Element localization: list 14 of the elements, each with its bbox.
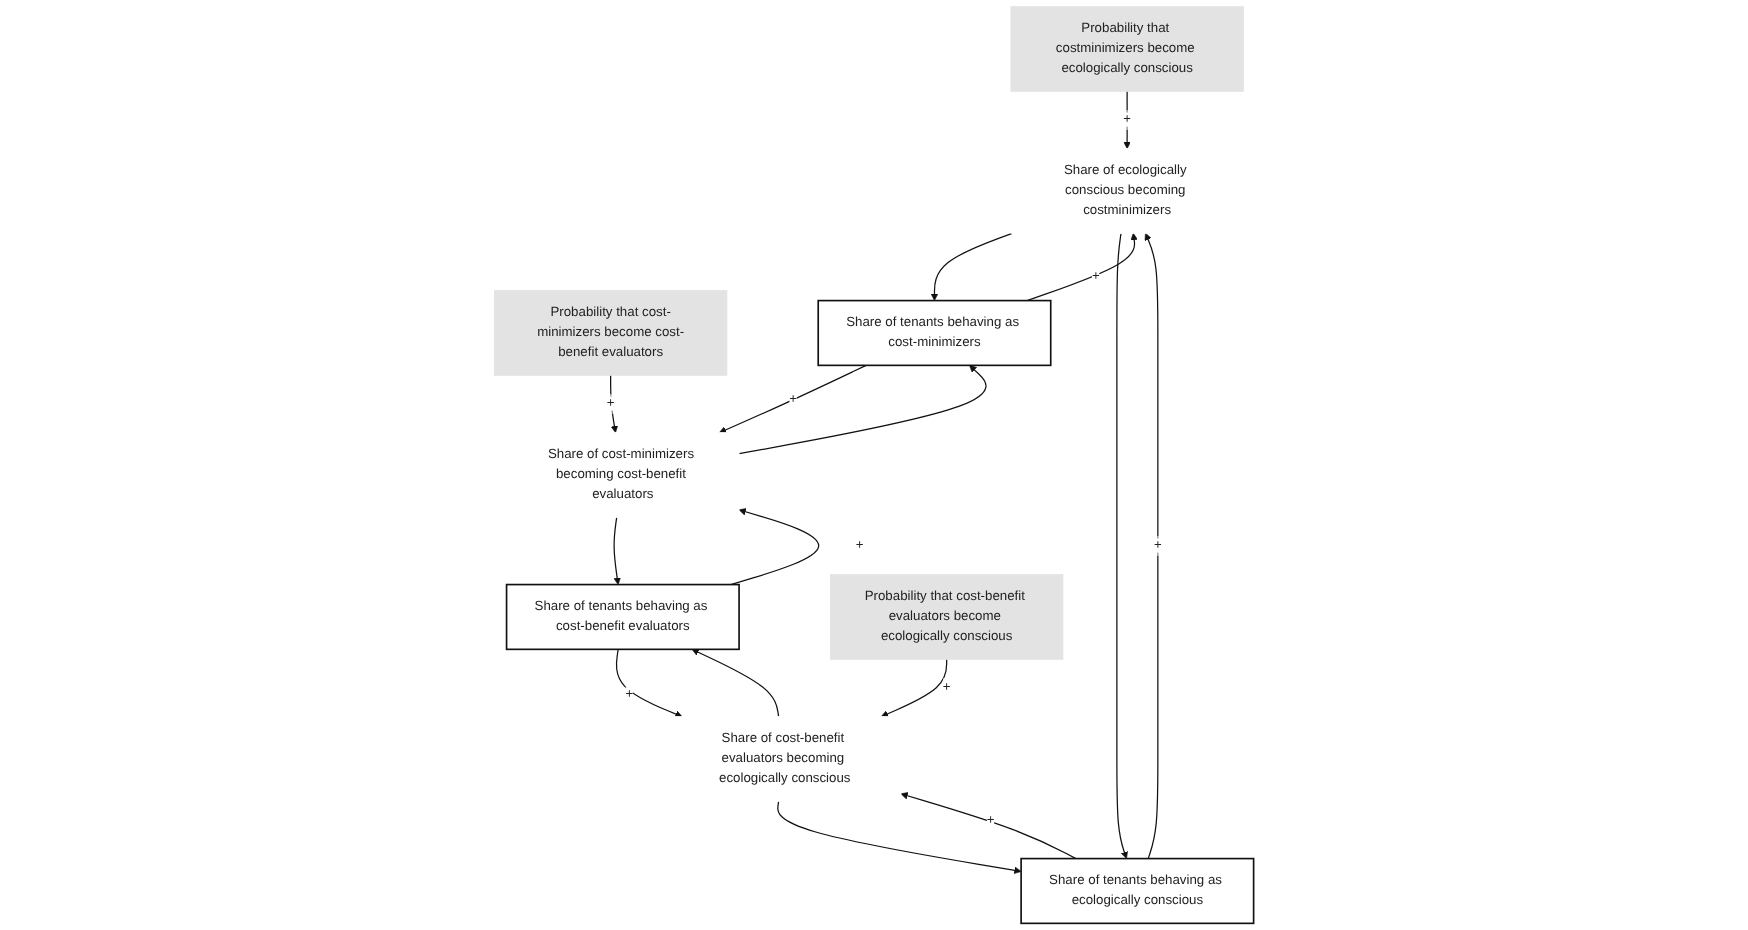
arrow xyxy=(610,374,619,433)
arrow xyxy=(613,516,621,585)
arrow xyxy=(738,365,987,455)
arrow xyxy=(777,800,1022,874)
arrow xyxy=(1026,233,1138,302)
arrow xyxy=(730,508,820,586)
arrow xyxy=(900,792,1077,860)
arrow xyxy=(615,648,683,718)
arrow xyxy=(881,658,948,718)
arrow xyxy=(719,364,867,434)
arrow xyxy=(691,648,780,718)
arrow xyxy=(930,232,1013,301)
arrow xyxy=(1144,233,1159,860)
arrow xyxy=(1116,232,1128,859)
